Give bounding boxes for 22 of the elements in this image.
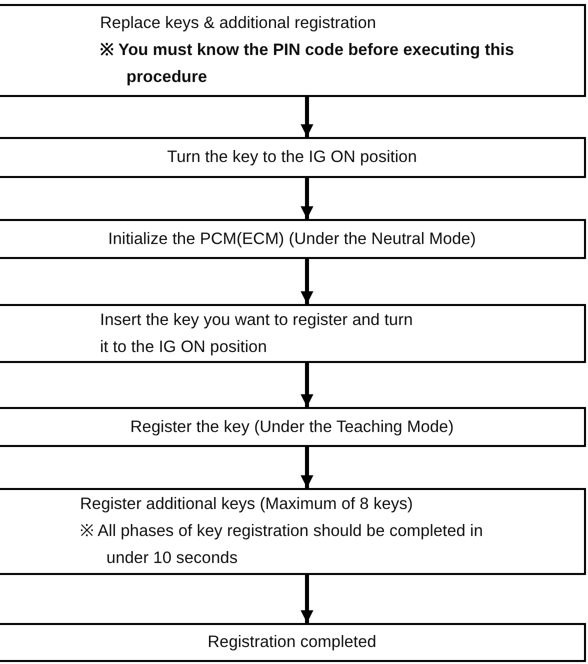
step-box <box>0 623 586 662</box>
step-text: Turn the key to the IG ON position <box>167 147 417 168</box>
step-box <box>0 4 586 97</box>
arrow <box>300 575 314 623</box>
step-box <box>0 137 586 178</box>
step-text: Initialize the PCM(ECM) (Under the Neutral Mode) <box>108 228 476 250</box>
step-text: Replace keys & additional registration <box>100 13 378 34</box>
step-box <box>0 407 586 447</box>
note-text: ※ All phases of key registration should be completed in under 10 seconds <box>80 521 484 569</box>
step-box <box>0 304 586 363</box>
step-box <box>0 219 586 259</box>
step-text: Register additional keys (Maximum of 8 keys) <box>80 494 414 515</box>
step-text: Register the key (Under the Teaching Mode) <box>130 416 454 438</box>
step-text: Insert the key you want to register and turn it to the IG ON position <box>100 310 414 358</box>
arrow <box>300 259 314 304</box>
step-text: Registration completed <box>208 632 376 653</box>
note-text: ※ You must know the PIN code before executing this procedure <box>100 40 516 88</box>
arrow <box>300 447 314 488</box>
arrow <box>300 363 314 407</box>
arrow <box>300 97 314 137</box>
step-box <box>0 488 586 575</box>
arrow <box>300 178 314 219</box>
